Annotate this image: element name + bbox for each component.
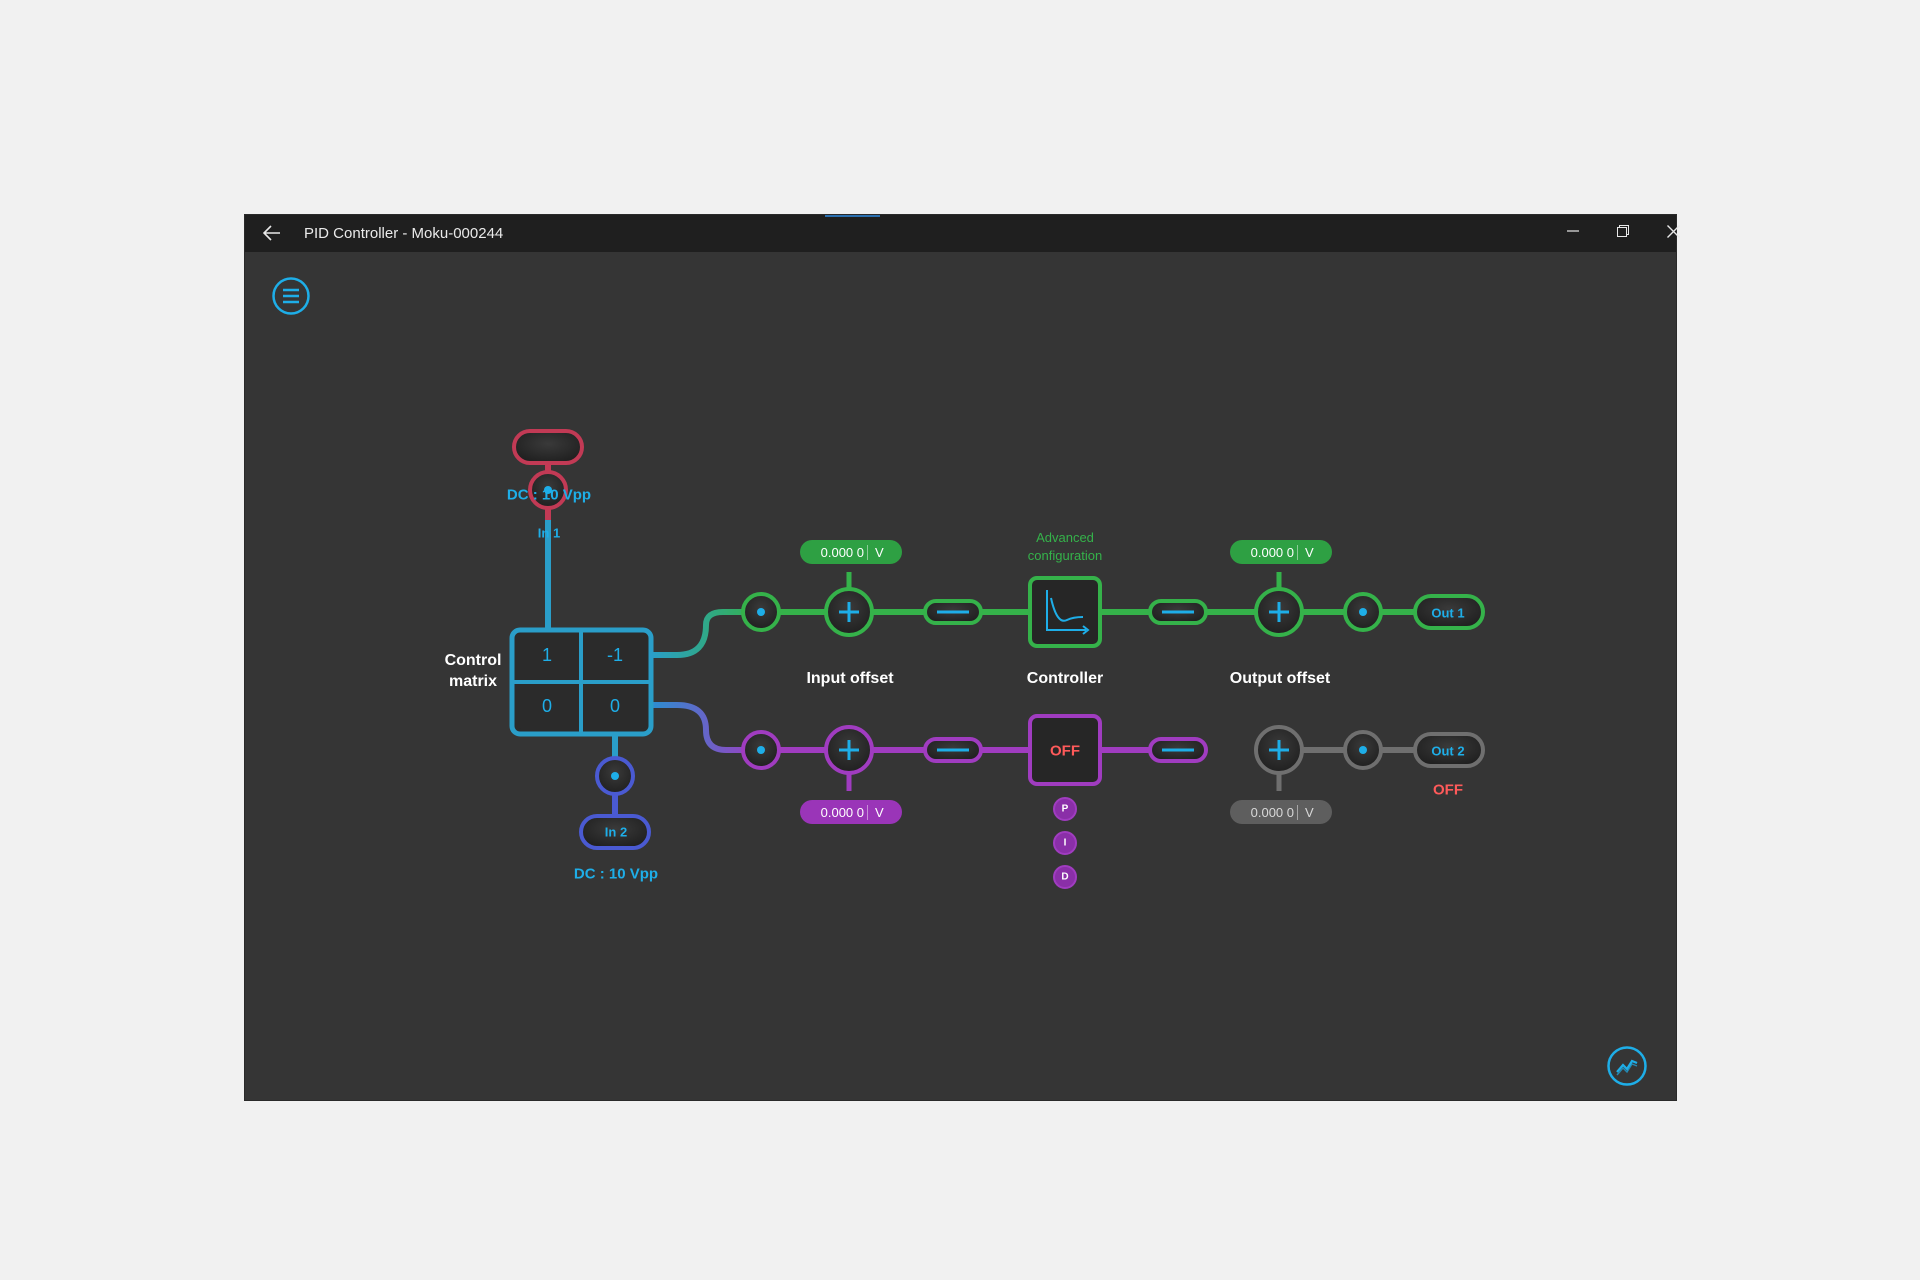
ch1-output-offset-unit: V xyxy=(1305,544,1314,560)
main-menu-button[interactable] xyxy=(272,277,310,315)
in2-port[interactable] xyxy=(579,814,651,850)
oscilloscope-trend-icon xyxy=(1607,1046,1647,1086)
output-offset-label: Output offset xyxy=(1229,670,1331,687)
ch2-input-offset-value: 0.000 0 xyxy=(800,804,868,820)
ch1-input-probe-dot xyxy=(757,608,765,616)
out1-port[interactable] xyxy=(1413,594,1485,630)
matrix-to-ch2-wire xyxy=(650,702,761,753)
ch2-controller-block[interactable] xyxy=(1028,714,1102,786)
ch1-input-offset-unit: V xyxy=(875,544,884,560)
plus-icon xyxy=(1269,740,1289,760)
pid-term-d-button[interactable] xyxy=(1053,865,1077,889)
control-matrix-label-line1: Control xyxy=(444,652,502,669)
pid-term-i-button[interactable] xyxy=(1053,831,1077,855)
ch2-input-offset-unit: V xyxy=(875,804,884,820)
minimize-button[interactable] xyxy=(1548,215,1598,247)
ch2-controller-state: OFF xyxy=(1050,742,1080,760)
plus-icon xyxy=(1269,602,1289,622)
pid-term-p-button[interactable] xyxy=(1053,797,1077,821)
ch2-output-offset-field[interactable]: 0.000 0 V xyxy=(1230,800,1332,824)
out2-port[interactable] xyxy=(1413,732,1485,768)
in2-probe-dot xyxy=(611,772,619,780)
ch2-output-probe-dot xyxy=(1359,746,1367,754)
advanced-configuration-line1: Advanced xyxy=(1036,530,1094,545)
in1-coupling-label[interactable]: DC : 10 Vpp xyxy=(506,486,592,504)
control-matrix-label-line2: matrix xyxy=(448,673,498,690)
in1-port[interactable] xyxy=(512,429,584,465)
ch1-input-offset-field[interactable]: 0.000 0 V xyxy=(800,540,902,564)
minimize-icon xyxy=(1567,230,1579,232)
matrix-cell-1-1[interactable]: 1 xyxy=(515,633,579,678)
ch1-controller-block[interactable] xyxy=(1028,576,1102,648)
oscilloscope-button[interactable] xyxy=(1607,1046,1647,1086)
ch1-output-offset-field[interactable]: 0.000 0 V xyxy=(1230,540,1332,564)
ch2-output-offset-unit: V xyxy=(1305,804,1314,820)
in1-port-label: In 1 xyxy=(537,525,561,541)
in2-port-label: In 2 xyxy=(604,824,628,840)
ch1-input-offset-value: 0.000 0 xyxy=(800,544,868,560)
ch2-output-offset-value: 0.000 0 xyxy=(1230,804,1298,820)
app-window: PID Controller - Moku-000244 xyxy=(245,215,1680,1100)
out2-port-label: Out 2 xyxy=(1431,743,1465,759)
ch1-output-probe-dot xyxy=(1359,608,1367,616)
restore-button[interactable] xyxy=(1598,215,1648,247)
out1-port-label: Out 1 xyxy=(1431,605,1465,621)
advanced-configuration-line2: configuration xyxy=(1027,548,1103,563)
matrix-to-ch1-wire xyxy=(650,609,761,658)
out2-state: OFF xyxy=(1433,781,1463,799)
close-icon xyxy=(1666,224,1680,238)
arrow-left-icon xyxy=(263,225,280,241)
ch1-output-offset-value: 0.000 0 xyxy=(1230,544,1298,560)
advanced-configuration-link[interactable]: Advanced configuration xyxy=(1028,529,1102,565)
ch2-input-probe-dot xyxy=(757,746,765,754)
window-title: PID Controller - Moku-000244 xyxy=(304,225,504,242)
in2-coupling-label[interactable]: DC : 10 Vpp xyxy=(573,865,659,883)
control-matrix-label: Control matrix xyxy=(445,650,502,692)
controller-label: Controller xyxy=(1026,670,1104,687)
back-button[interactable] xyxy=(257,220,287,246)
matrix-cell-1-2[interactable]: -1 xyxy=(583,633,647,678)
title-bar: PID Controller - Moku-000244 xyxy=(245,215,1680,252)
in1-probe-dot xyxy=(544,486,552,494)
transfer-function-curve-icon xyxy=(1046,590,1090,635)
hamburger-menu-icon xyxy=(272,277,310,315)
restore-icon xyxy=(1617,225,1629,237)
ch2-input-offset-field[interactable]: 0.000 0 V xyxy=(800,800,902,824)
input-offset-label: Input offset xyxy=(806,670,894,687)
pid-term-p-label: P xyxy=(1061,803,1069,815)
matrix-cell-2-1[interactable]: 0 xyxy=(515,684,579,729)
matrix-cell-2-2[interactable]: 0 xyxy=(583,684,647,729)
pid-term-i-label: I xyxy=(1063,837,1067,849)
plus-icon xyxy=(839,602,859,622)
titlebar-accent xyxy=(825,215,880,217)
pid-term-d-label: D xyxy=(1061,871,1069,883)
plus-icon xyxy=(839,740,859,760)
close-button[interactable] xyxy=(1648,215,1698,247)
